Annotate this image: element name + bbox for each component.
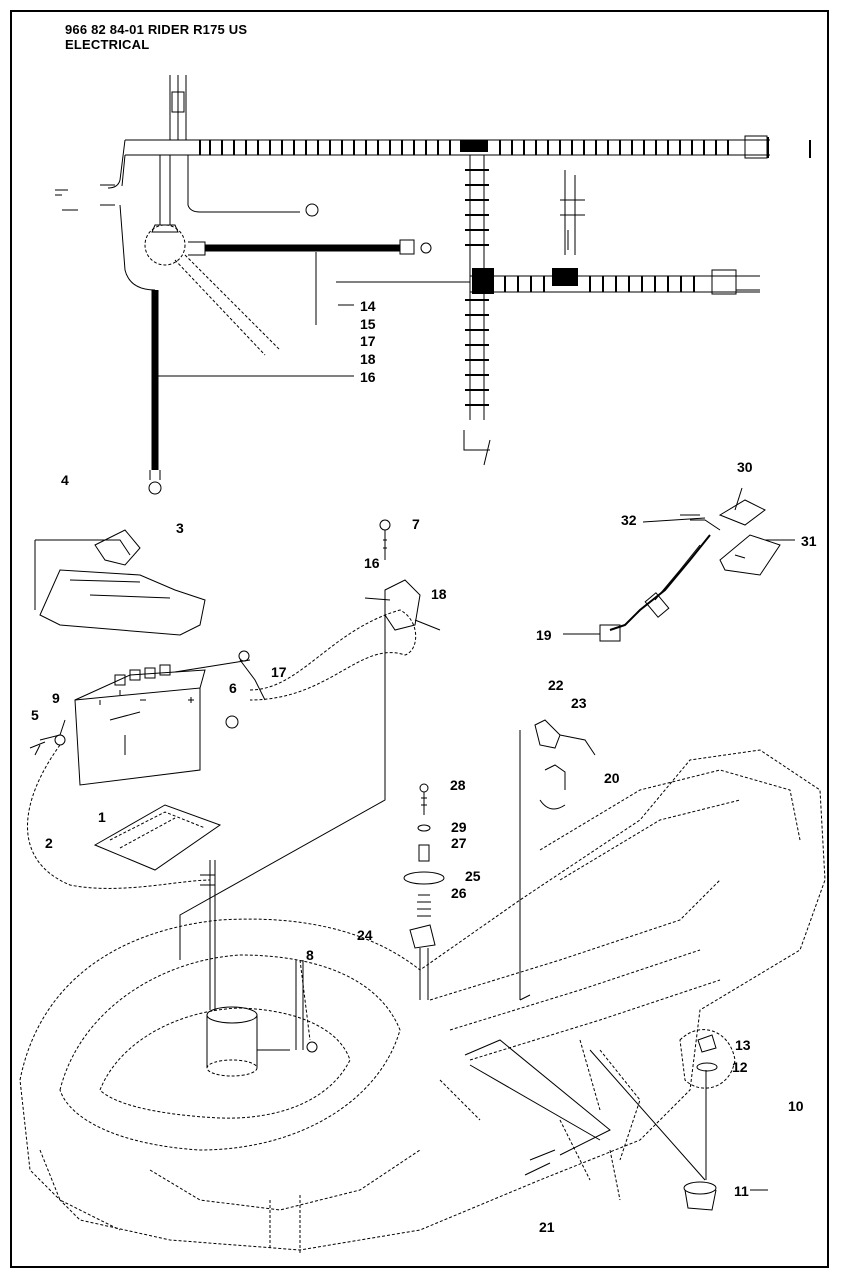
diagram-frame [10, 10, 829, 1268]
callout-31: 31 [801, 533, 817, 549]
leader-lines-relay [563, 487, 795, 635]
callout-18b: 18 [431, 586, 447, 602]
callout-16b: 16 [364, 555, 380, 571]
callout-26: 26 [451, 885, 467, 901]
battery-cover [34, 529, 206, 636]
callout-13: 13 [735, 1037, 751, 1053]
callout-6: 6 [229, 680, 237, 696]
callout-14: 14 [360, 298, 376, 314]
callout-12: 12 [732, 1059, 748, 1075]
callout-30: 30 [737, 459, 753, 475]
callout-10: 10 [788, 1098, 804, 1114]
callout-11: 11 [734, 1183, 749, 1199]
callout-20: 20 [604, 770, 620, 786]
callout-3: 3 [176, 520, 184, 536]
part-number-title: 966 82 84-01 RIDER R175 US [65, 22, 248, 37]
mount-parts [589, 1034, 768, 1211]
callout-28: 28 [450, 777, 466, 793]
callout-5: 5 [31, 707, 39, 723]
callout-32: 32 [621, 512, 637, 528]
leader-lines-harness [155, 252, 470, 377]
callout-15: 15 [360, 316, 376, 332]
callout-23: 23 [571, 695, 587, 711]
callout-7: 7 [412, 516, 420, 532]
battery-mat [93, 804, 222, 871]
battery-cable [27, 609, 417, 889]
engine-solenoid [206, 860, 318, 1077]
wiring-harness [55, 75, 811, 495]
callout-1: 1 [98, 809, 106, 825]
callout-9: 9 [52, 690, 60, 706]
solenoid-assembly [179, 519, 441, 960]
mower-chassis [19, 749, 826, 1255]
callout-18a: 18 [360, 351, 376, 367]
callout-25: 25 [465, 868, 481, 884]
callout-24: 24 [357, 927, 373, 943]
callout-labels: 1 2 3 4 5 6 7 8 9 10 11 12 13 14 15 16 1… [31, 298, 817, 1235]
battery [29, 664, 239, 786]
callout-21: 21 [539, 1219, 555, 1235]
callout-29: 29 [451, 819, 467, 835]
callout-27: 27 [451, 835, 467, 851]
callout-16a: 16 [360, 369, 376, 385]
callout-17a: 17 [360, 333, 376, 349]
relay-harness [599, 499, 781, 642]
callout-17b: 17 [271, 664, 287, 680]
callout-22: 22 [548, 677, 564, 693]
wire-harness-21 [464, 1039, 611, 1176]
callout-19: 19 [536, 627, 552, 643]
section-title: ELECTRICAL [65, 37, 150, 52]
callout-4: 4 [61, 472, 69, 488]
callout-2: 2 [45, 835, 53, 851]
seat-switch-stack [403, 783, 445, 1000]
callout-8: 8 [306, 947, 314, 963]
interlock-switch [519, 719, 596, 1001]
